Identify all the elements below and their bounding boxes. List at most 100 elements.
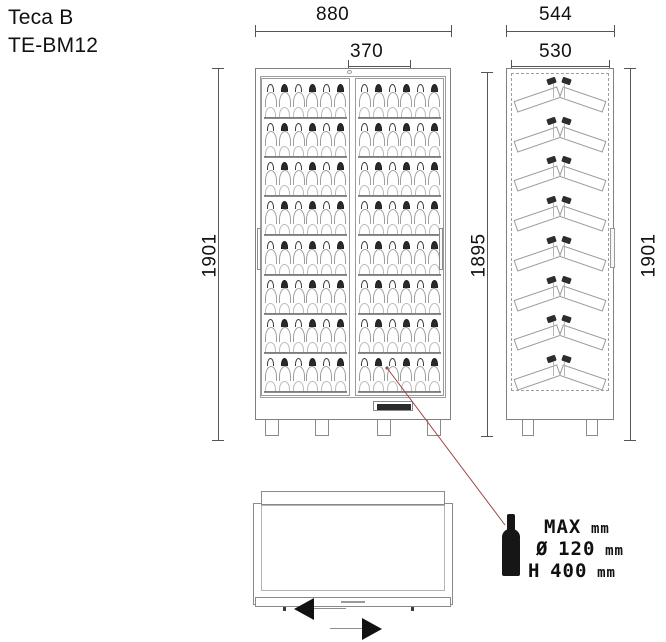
bottle-body-icon [387,263,399,275]
bottle-body-icon [320,131,333,147]
bottle-body-icon [278,365,291,381]
dim-side-inner-width-line [511,66,609,67]
bottle-body-icon [320,146,332,158]
rack-support [553,361,565,376]
bottle-neck-icon [267,84,275,92]
bottle-neck-icon [336,162,344,171]
bottle-body-icon [428,326,441,342]
bottle-neck-icon [430,240,438,249]
shelf-line [358,390,441,392]
bottle-neck-icon [430,357,438,366]
bottle-second-layer-arches [264,263,347,275]
front-door-handle-left[interactable] [257,228,261,270]
v-bottle-rack [513,354,607,391]
dim-front-width-line [255,31,451,32]
bottle-body-icon [386,248,399,264]
bottle-body-icon [428,209,441,225]
callout-height-value: 400 [550,560,588,582]
bottle-neck-icon [389,318,397,327]
bottle-neck-strip [264,199,347,210]
bottle-neck-strip [358,160,441,171]
side-foot [586,420,598,436]
callout-max-word: MAX [544,516,582,538]
shelf-row [264,355,347,393]
bottle-body-icon [387,224,399,236]
bottle-body-icon [373,263,385,275]
bottle-body-icon [278,131,291,147]
bottle-body-icon [334,209,347,225]
front-door-handle-right[interactable] [439,228,443,270]
bottle-second-layer-arches [264,302,347,314]
plan-foot [283,607,286,611]
shelf-line [264,156,347,158]
shelf-row [358,316,441,354]
bottle-second-layer-arches [264,106,347,118]
bottle-body-arches [358,130,441,147]
bottle-rack-column-right [358,81,441,393]
bottle-body-icon [428,131,441,147]
dim-front-height-tick-top [212,68,224,69]
bottle-body-icon [306,170,319,186]
dim-side-height-tick-bottom [624,440,636,441]
shelf-line [358,273,441,275]
side-bottle-rack-stack [513,76,607,391]
shelf-line [358,234,441,236]
bottle-neck-icon [430,201,438,210]
bottle-neck-icon [308,84,316,92]
bottle-body-icon [279,341,291,353]
bottle-neck-icon [281,201,289,210]
bottle-neck-strip [358,356,441,366]
bottle-neck-icon [375,240,383,249]
bottle-body-icon [278,209,291,225]
bottle-body-icon [306,302,318,314]
bottle-body-icon [400,341,412,353]
bottle-neck-icon [361,84,369,92]
shelf-line [358,312,441,314]
bottle-body-icon [373,185,385,197]
dim-side-inner-height-label: 1895 [468,233,490,278]
bottle-neck-icon [375,84,383,92]
bottle-body-arches [264,91,347,107]
bottle-body-icon [293,107,305,118]
front-door-right[interactable] [355,78,444,396]
bottle-body-icon [320,170,333,186]
bottle-neck-icon [389,162,397,171]
bottle-body-arches [358,326,441,342]
bottle-body-icon [358,365,371,381]
side-cabinet-interior-outline [511,73,609,391]
bottle-body-icon [278,170,291,186]
bottle-neck-icon [389,240,397,249]
bottle-body-icon [414,248,427,264]
bottle-neck-strip [358,121,441,132]
bottle-body-icon [358,170,371,186]
rack-support [553,203,565,218]
shelf-row [264,238,347,276]
control-display-panel[interactable] [373,401,413,411]
bottle-neck-icon [281,84,289,92]
bottle-body-icon [264,287,277,303]
v-bottle-rack [513,76,607,113]
bottle-neck-icon [281,318,289,327]
bottle-neck-icon [322,162,330,171]
bottle-side-icon [559,165,607,193]
bottle-body-arches [358,169,441,186]
bottle-body-arches [264,287,347,303]
bottle-neck-icon [295,318,303,327]
bottle-body-icon [334,107,346,118]
bottle-body-icon [279,263,291,275]
front-door-left[interactable] [261,78,350,396]
callout-height-unit: mm [597,565,616,581]
bottle-body-icon [306,263,318,275]
side-door-handle[interactable] [610,228,615,268]
bottle-body-icon [292,287,305,303]
bottle-body-icon [265,185,277,197]
bottle-neck-strip [264,121,347,132]
bottle-body-icon [373,341,385,353]
bottle-body-icon [292,365,305,381]
bottle-body-icon [386,131,399,147]
bottle-body-icon [320,287,333,303]
dim-front-door-width-label: 370 [350,41,384,62]
bottle-neck-icon [267,201,275,210]
bottle-neck-icon [322,357,330,366]
bottle-body-icon [320,185,332,197]
